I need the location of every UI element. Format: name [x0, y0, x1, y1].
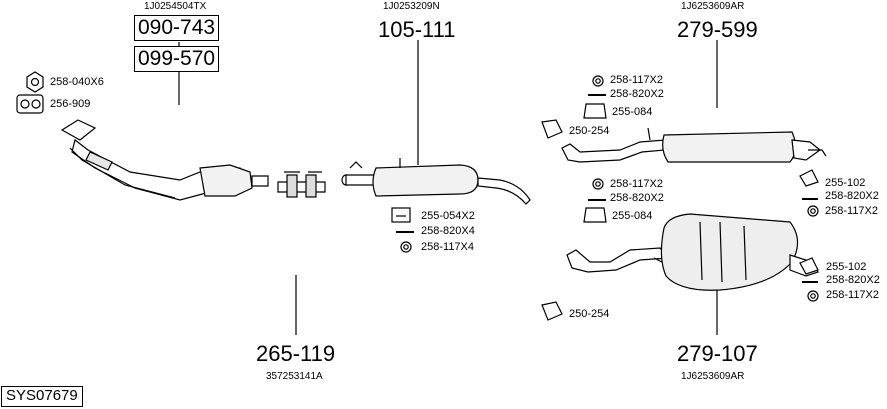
fitting-label[interactable]: 255-054X2 [421, 210, 475, 222]
oe-number: 1J6253609AR [681, 371, 745, 382]
fitting-label[interactable]: 250-254 [569, 125, 610, 137]
middle-silencer [341, 158, 531, 205]
fitting-label[interactable]: 258-117X4 [421, 241, 475, 253]
part-number[interactable]: 105-111 [378, 17, 456, 42]
fitting-label[interactable]: 258-040X6 [50, 76, 104, 88]
gasket-icon [541, 301, 563, 321]
fitting-label[interactable]: 255-084 [612, 210, 653, 222]
fitting-label[interactable]: 256-909 [50, 98, 91, 110]
oe-number: 1J6253609AR [681, 1, 745, 12]
clamp-icon [583, 103, 607, 119]
clamp-icon [583, 207, 607, 223]
fitting-icons [16, 71, 819, 321]
part-number[interactable]: 279-599 [677, 17, 758, 42]
rear-silencer-bottom [566, 213, 819, 291]
fitting-label[interactable]: 258-117X2 [826, 289, 880, 301]
part-number-box[interactable]: 099-570 [134, 46, 220, 73]
fitting-label[interactable]: 250-254 [569, 308, 610, 320]
oe-number: 357253141A [266, 371, 323, 382]
gasket-icon [541, 119, 563, 139]
front-pipe-catalyst [60, 119, 269, 201]
fitting-label[interactable]: 258-820X2 [610, 192, 664, 204]
oe-number: 1J0254504TX [144, 1, 207, 12]
fitting-label[interactable]: 258-117X2 [825, 205, 879, 217]
rear-silencer-top [561, 127, 827, 163]
fitting-label[interactable]: 255-102 [825, 177, 866, 189]
fitting-label[interactable]: 258-820X2 [825, 190, 879, 202]
fitting-label[interactable]: 258-117X2 [610, 74, 664, 86]
clamp-icon [391, 207, 411, 223]
fitting-label[interactable]: 255-084 [612, 106, 653, 118]
fitting-label[interactable]: 258-820X2 [826, 274, 880, 286]
hanger-icon [799, 257, 819, 275]
oe-number: 1J0253209N [383, 1, 440, 12]
fitting-label[interactable]: 258-820X4 [421, 225, 475, 237]
fitting-label[interactable]: 255-102 [826, 261, 867, 273]
connector-part [277, 171, 326, 198]
part-number[interactable]: 279-107 [677, 341, 758, 366]
system-code: SYS07679 [1, 386, 83, 407]
part-number-box[interactable]: 090-743 [134, 15, 220, 42]
fitting-label[interactable]: 258-117X2 [610, 178, 664, 190]
hanger-icon [799, 169, 819, 187]
part-number[interactable]: 265-119 [256, 341, 336, 366]
fitting-label[interactable]: 258-820X2 [610, 88, 664, 100]
